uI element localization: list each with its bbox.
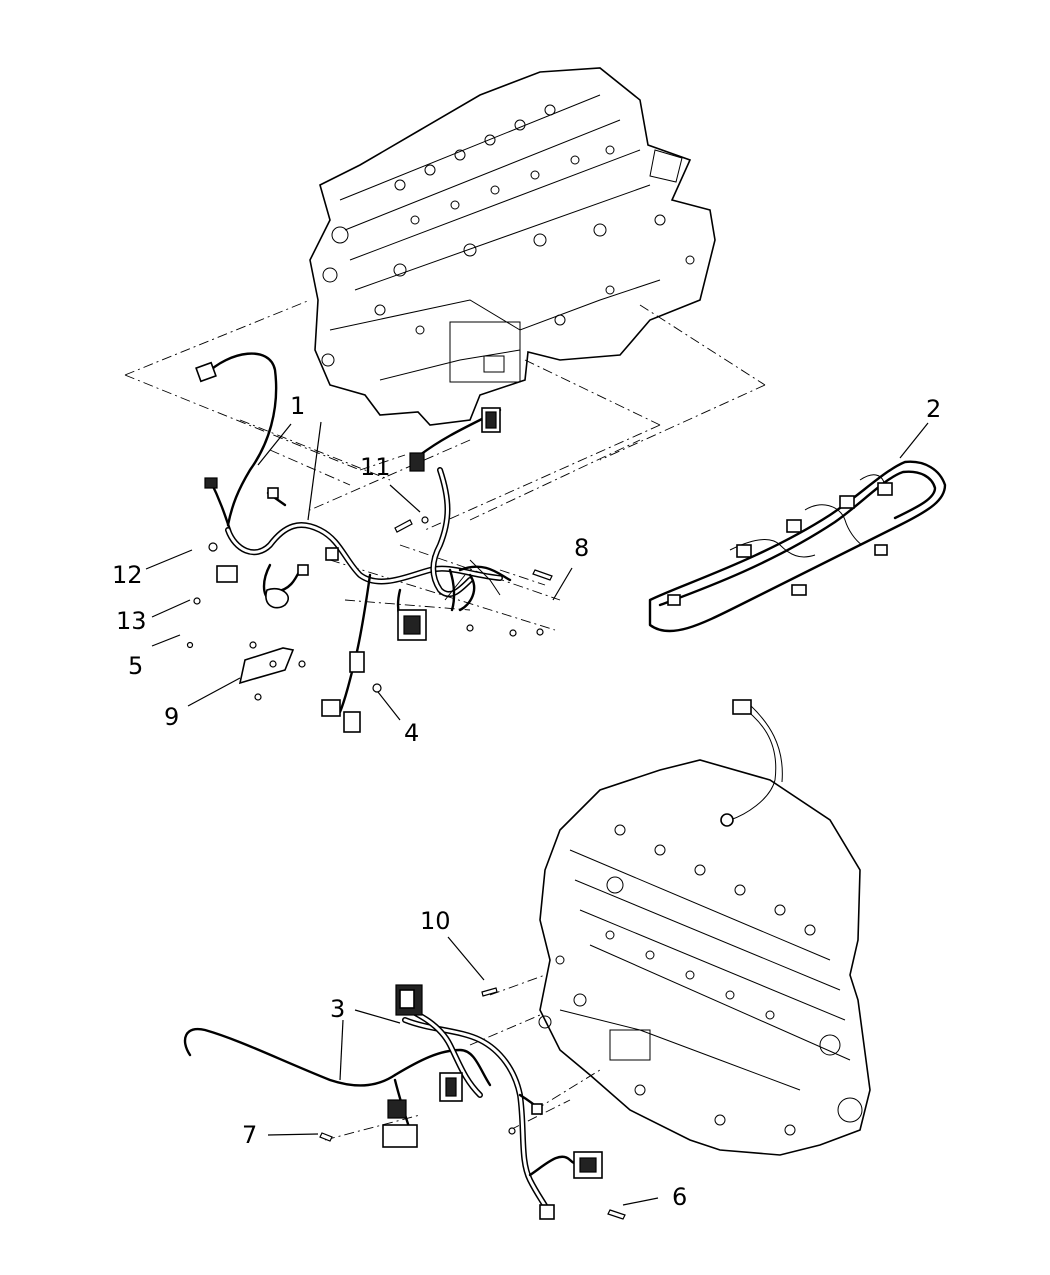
callout-4: 4 bbox=[404, 719, 419, 747]
upper-engine-block bbox=[309, 67, 716, 426]
callout-8: 8 bbox=[574, 534, 589, 562]
callout-10: 10 bbox=[420, 907, 451, 935]
callout-labels: 1 2 3 4 5 6 7 8 9 10 11 12 13 bbox=[112, 392, 941, 1211]
engine-wiring-harness bbox=[195, 352, 512, 733]
callout-2: 2 bbox=[926, 395, 941, 423]
lower-engine-block bbox=[538, 699, 871, 1156]
callout-7: 7 bbox=[242, 1121, 257, 1149]
callout-12: 12 bbox=[112, 561, 143, 589]
callout-11: 11 bbox=[360, 453, 391, 481]
upper-assembly-lines bbox=[124, 299, 766, 631]
callout-1: 1 bbox=[290, 392, 305, 420]
leader-lines bbox=[145, 421, 929, 1206]
callout-6: 6 bbox=[672, 1183, 687, 1211]
callout-13: 13 bbox=[116, 607, 147, 635]
lower-assembly-lines bbox=[324, 974, 601, 1141]
lower-wiring-harness bbox=[183, 984, 626, 1220]
valve-cover-harness bbox=[648, 460, 947, 633]
callout-3: 3 bbox=[330, 995, 345, 1023]
callout-5: 5 bbox=[128, 652, 143, 680]
bracket-9 bbox=[238, 641, 306, 701]
upper-fasteners bbox=[186, 516, 553, 693]
callout-9: 9 bbox=[164, 703, 179, 731]
